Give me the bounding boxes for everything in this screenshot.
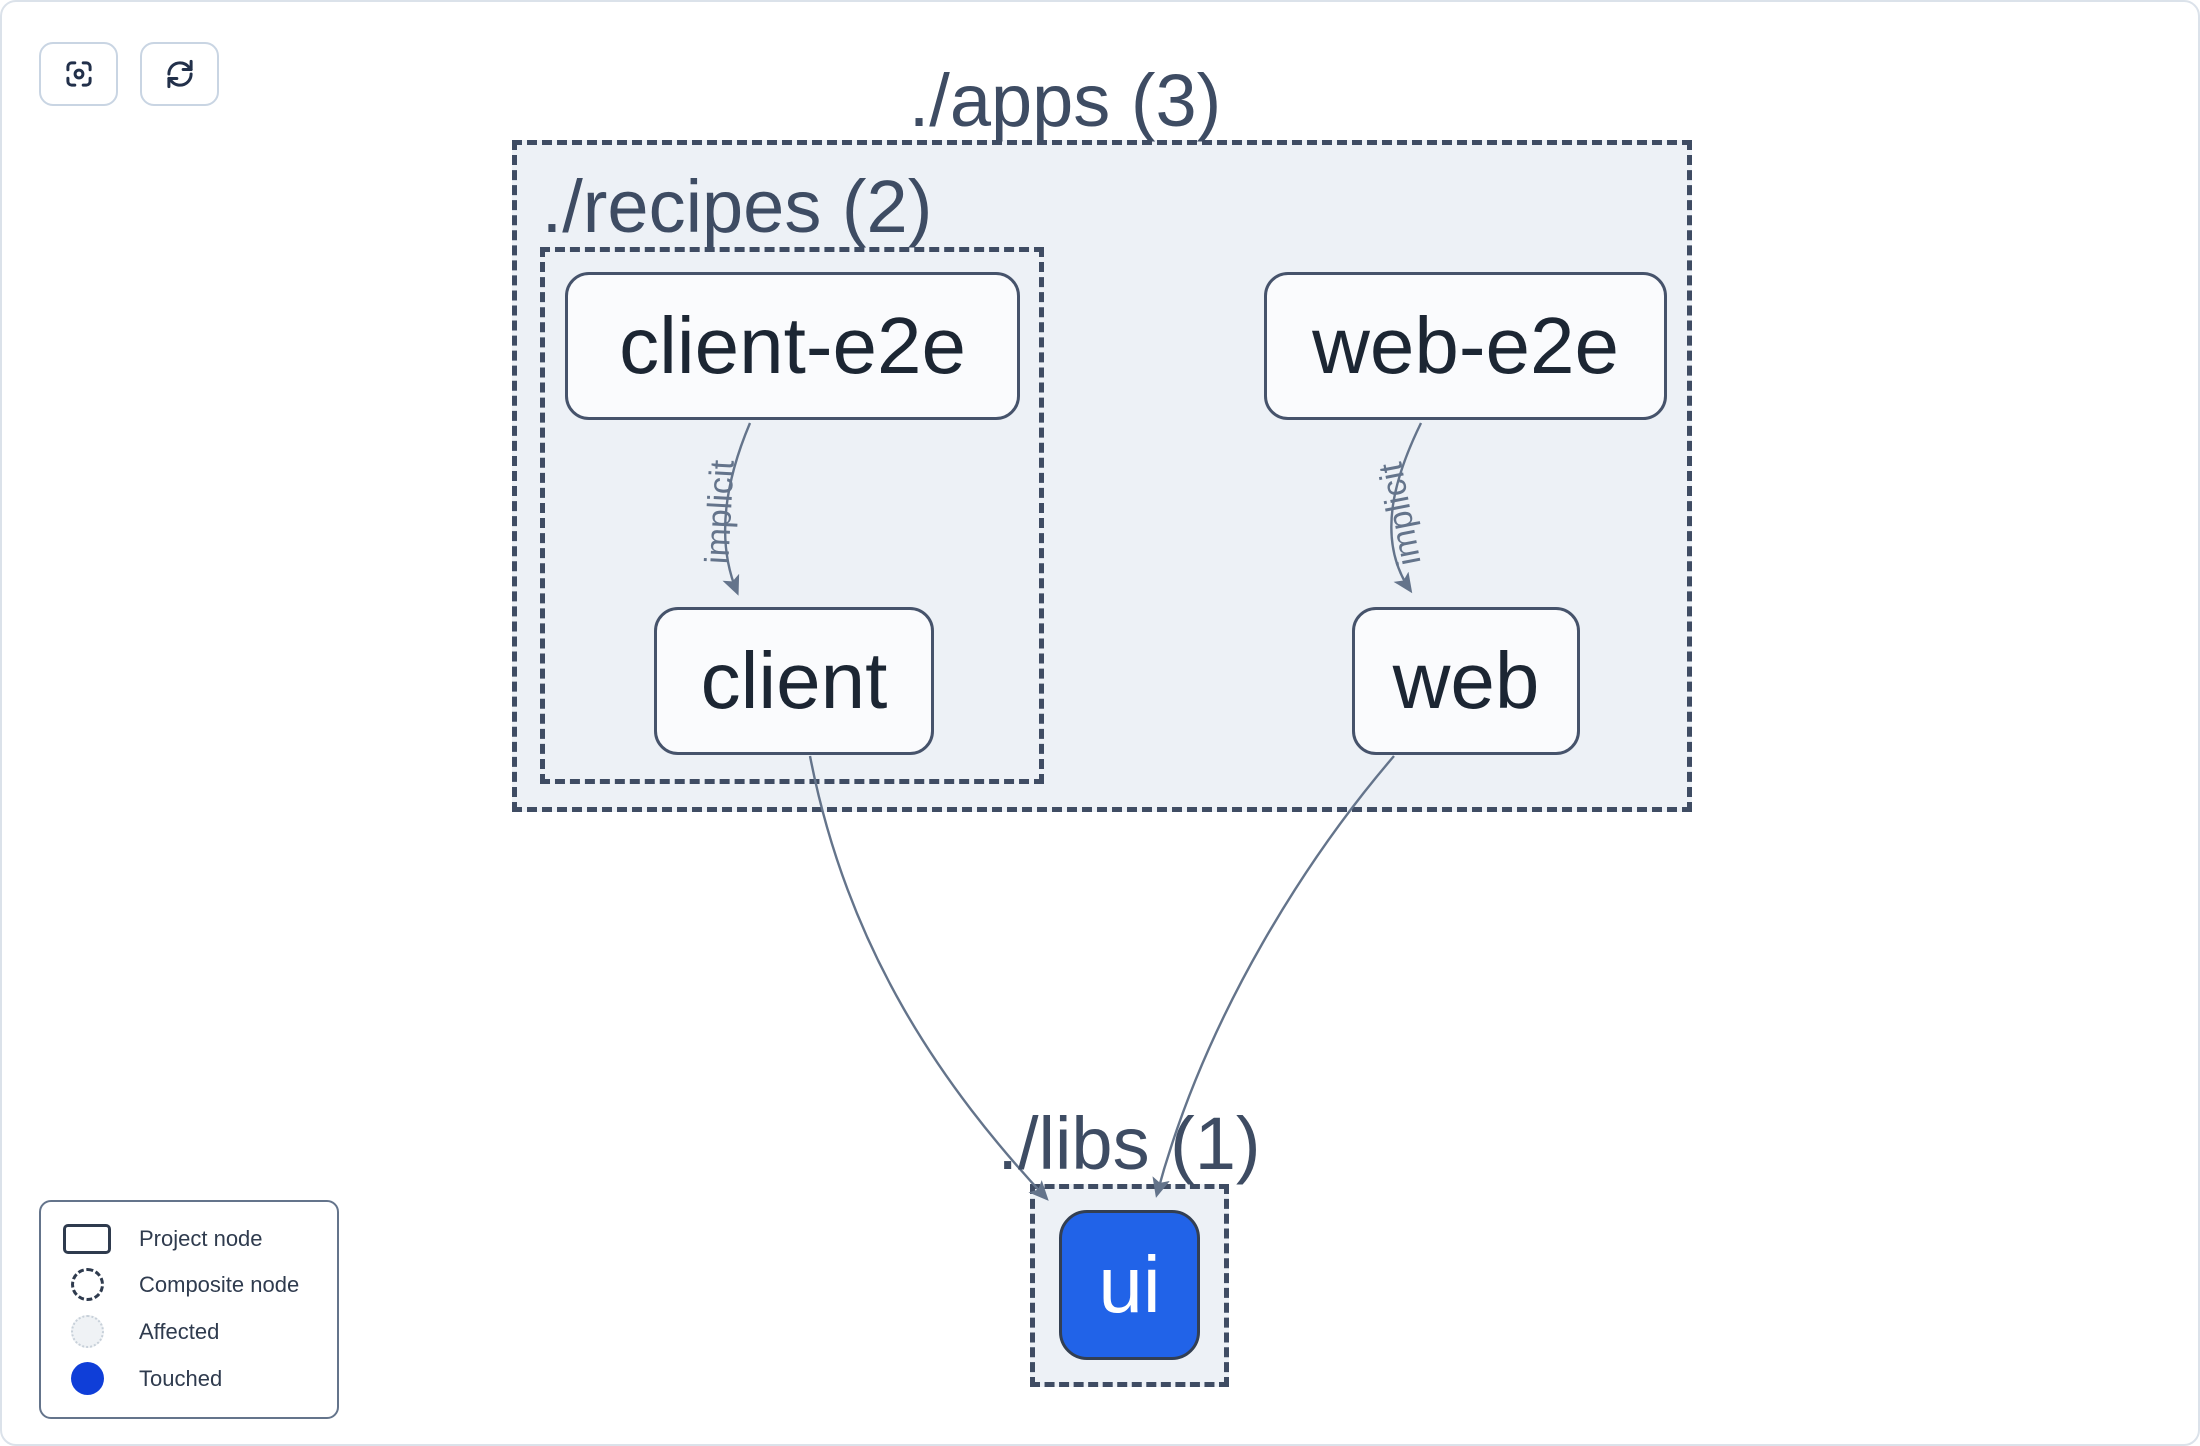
focus-icon [61,56,97,92]
group-label-apps: ./apps (3) [908,59,1222,142]
toolbar [39,42,219,106]
node-label: ui [1098,1240,1161,1329]
group-label-libs: ./libs (1) [997,1102,1261,1185]
node-web[interactable]: web [1352,607,1580,755]
project-node-swatch [61,1224,113,1254]
refresh-button[interactable] [140,42,219,106]
node-ui[interactable]: ui [1059,1210,1200,1360]
legend-label: Affected [139,1318,220,1344]
focus-button[interactable] [39,42,118,106]
legend-label: Touched [139,1365,223,1391]
edge-web-ui[interactable] [1152,755,1395,1198]
node-label: client [700,636,888,725]
node-label: web [1392,636,1540,725]
node-client-e2e[interactable]: client-e2e [565,272,1020,420]
composite-node-swatch [61,1268,113,1301]
touched-swatch [61,1362,113,1395]
legend-item-touched: Touched [61,1362,317,1395]
edge-client-ui[interactable] [808,755,1049,1201]
group-recipes[interactable] [540,247,1044,784]
node-label: web-e2e [1312,301,1619,390]
legend-label: Project node [139,1226,263,1251]
legend-item-affected: Affected [61,1315,317,1348]
legend-item-project-node: Project node [61,1224,317,1254]
legend: Project node Composite node Affected Tou… [39,1200,339,1419]
refresh-icon [162,56,198,92]
affected-swatch [61,1315,113,1348]
legend-item-composite-node: Composite node [61,1268,317,1301]
node-web-e2e[interactable]: web-e2e [1264,272,1667,420]
node-client[interactable]: client [654,607,934,755]
node-label: client-e2e [619,301,966,390]
legend-label: Composite node [139,1271,300,1297]
